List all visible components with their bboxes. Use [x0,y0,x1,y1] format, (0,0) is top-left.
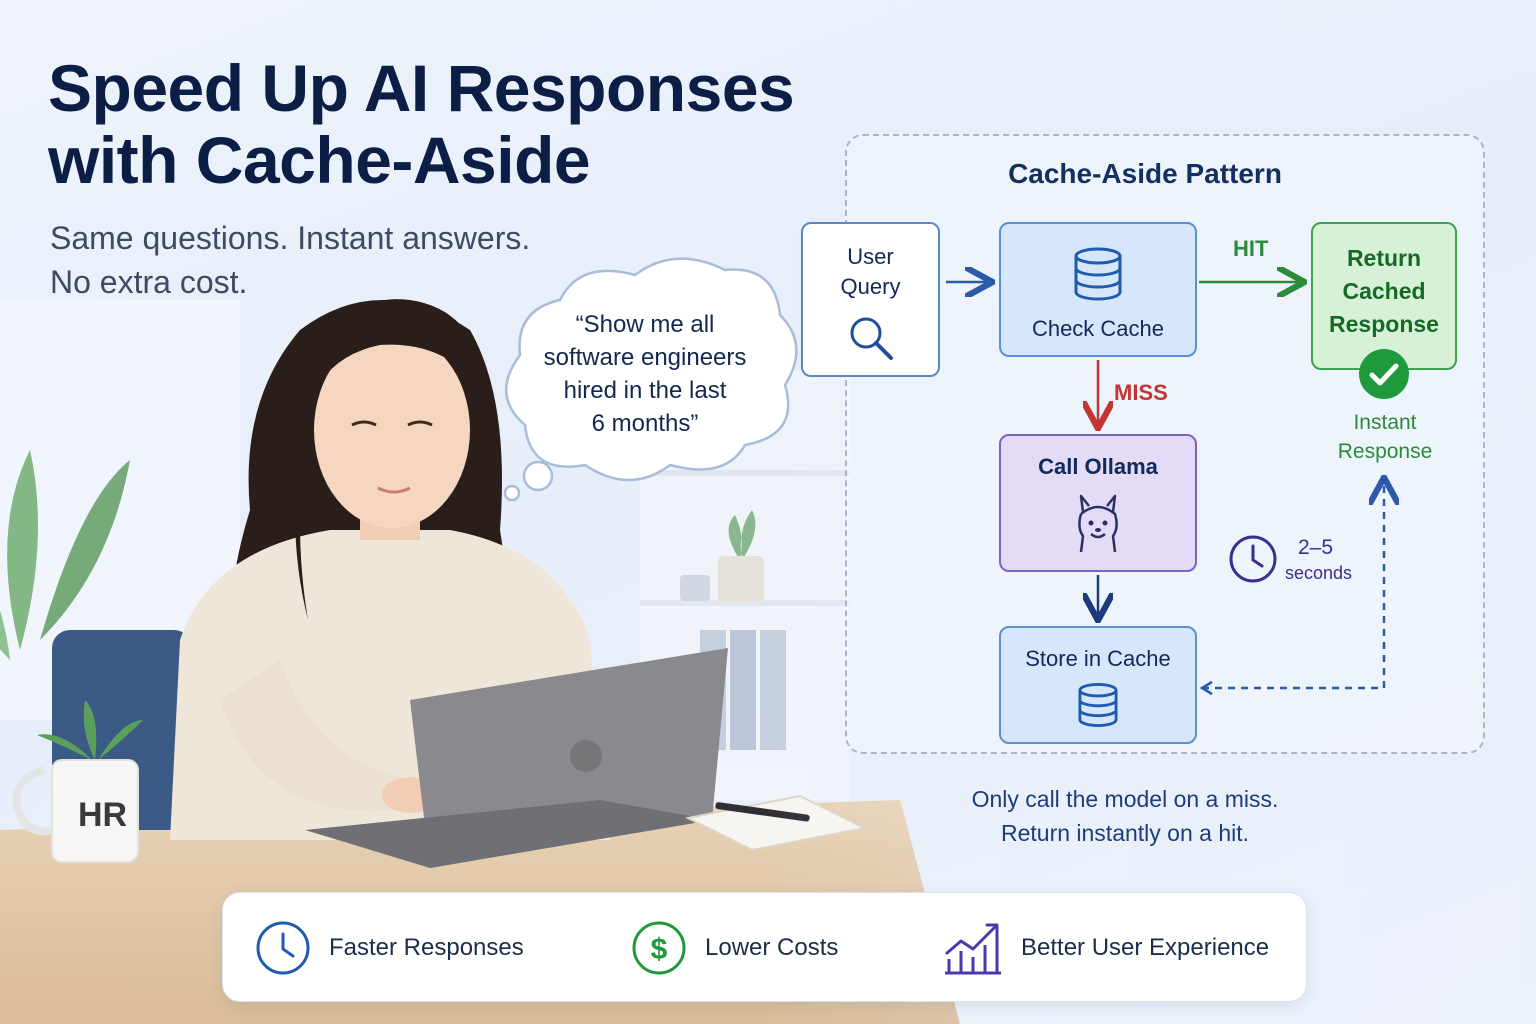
return-cached-node: Return Cached Response [1311,222,1457,370]
benefit-faster-label: Faster Responses [329,934,524,961]
hit-label: HIT [1233,236,1269,261]
check-circle-icon [1358,348,1410,400]
database-icon [1075,682,1121,728]
check-cache-node: Check Cache [999,222,1197,357]
thought-line-4: 6 months” [591,410,699,437]
user-query-node: User Query [801,222,940,377]
subtitle-line-2: No extra cost. [50,264,248,300]
page-title: Speed Up AI Responses with Cache-Aside [48,51,795,197]
diagram-caption: Only call the model on a miss. Return in… [920,782,1330,850]
subtitle: Same questions. Instant answers. No extr… [50,216,650,304]
laptop-illustration [305,648,728,868]
llama-icon [1071,490,1125,554]
caption-line-2: Return instantly on a hit. [1000,820,1250,846]
return-label-1: Return [1346,245,1422,271]
return-label-2: Cached [1342,278,1426,304]
store-cache-node: Store in Cache [999,626,1197,744]
miss-label: MISS [1114,380,1168,405]
clock-icon [1227,533,1279,585]
dollar-icon: $ [631,920,687,976]
user-query-label-1: User [847,244,894,269]
benefit-costs: $ Lower Costs [631,893,838,1003]
svg-text:$: $ [651,933,668,966]
thought-bubble [503,257,798,502]
benefit-ux-label: Better User Experience [1021,934,1270,961]
instant-response-note: Instant Response [1320,408,1450,466]
call-ollama-label: Call Ollama [1038,454,1158,479]
hr-mug [12,700,143,863]
user-query-label-2: Query [840,274,901,299]
thought-line-1: “Show me all [575,311,715,338]
timing-value: 2–5 [1298,536,1334,559]
benefit-faster: Faster Responses [255,893,524,1003]
benefit-ux: Better User Experience [941,893,1269,1003]
thought-bubble-text: “Show me all software engineers hired in… [520,308,770,440]
benefits-bar: Faster Responses $ Lower Costs Better Us… [222,892,1307,1002]
mug-label: HR [78,796,128,834]
subtitle-line-1: Same questions. Instant answers. [50,220,531,256]
caption-line-1: Only call the model on a miss. [971,786,1279,812]
instant-line-1: Instant [1353,411,1417,434]
timing-unit: seconds [1285,563,1353,583]
diagram-title: Cache-Aside Pattern [1008,158,1282,189]
database-icon [1070,246,1126,302]
thought-line-3: hired in the last [563,377,727,404]
return-label-3: Response [1329,311,1439,337]
call-ollama-node: Call Ollama [999,434,1197,572]
plant [0,450,130,660]
growth-chart-icon [941,919,1003,977]
clock-icon [255,920,311,976]
instant-line-2: Response [1337,440,1433,463]
benefit-costs-label: Lower Costs [705,934,839,961]
store-cache-label: Store in Cache [1025,646,1171,671]
check-cache-label: Check Cache [1031,316,1165,341]
thought-line-2: software engineers [543,344,747,371]
search-icon [845,312,897,364]
